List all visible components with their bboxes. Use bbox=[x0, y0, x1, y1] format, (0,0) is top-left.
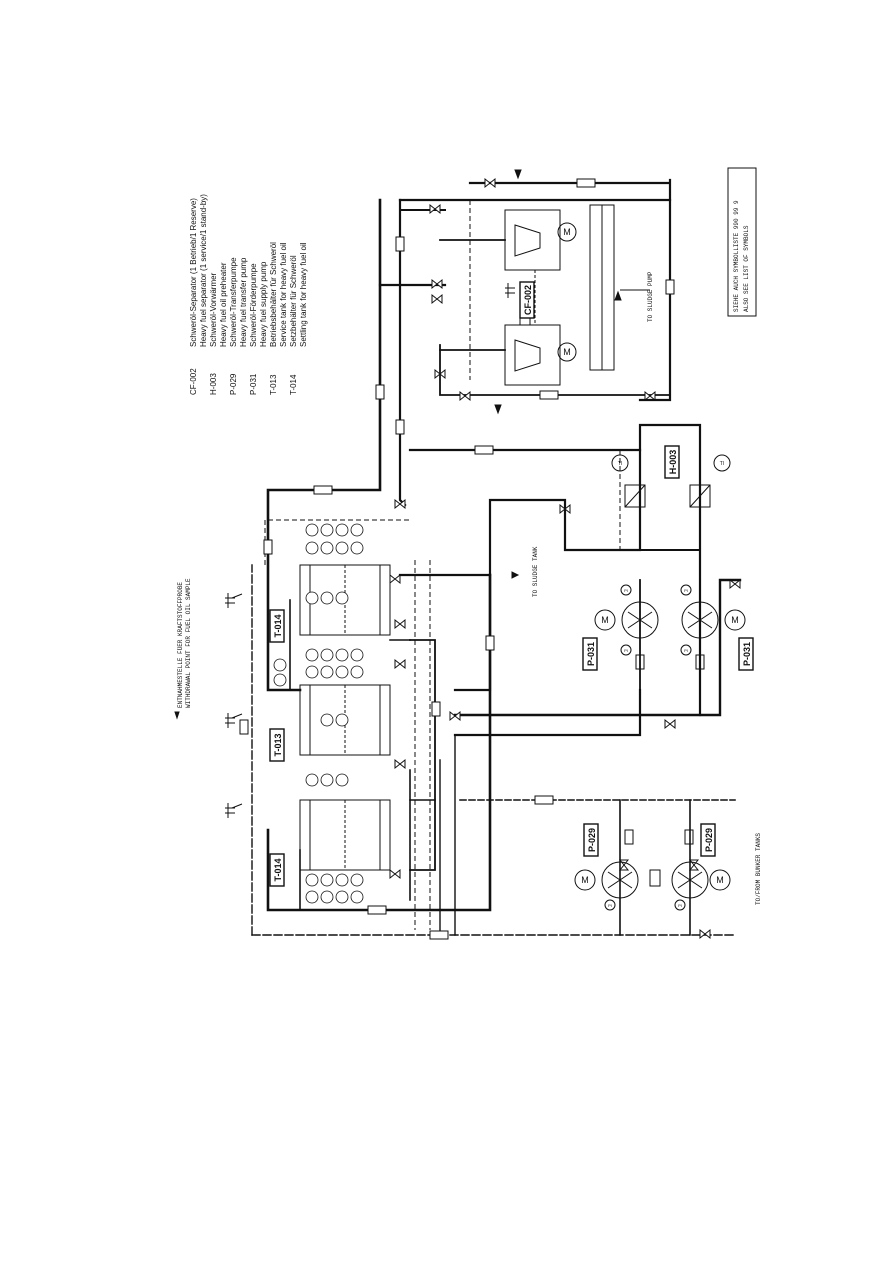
motor-label: M bbox=[563, 227, 571, 237]
legend-german: Betriebsbehälter für Schweröl bbox=[269, 242, 278, 347]
legend-german: Schweröl-Förderpumpe bbox=[249, 263, 258, 347]
tag-p029-a: P-029 bbox=[587, 828, 597, 852]
tag-p029-b: P-029 bbox=[704, 828, 714, 852]
transfer-pumps-p-029 bbox=[574, 829, 731, 911]
legend-code: P-031 bbox=[249, 373, 258, 395]
legend-german: Schweröl-Vorwärmer bbox=[209, 272, 218, 347]
trace-heating-lines bbox=[264, 200, 621, 930]
legend-english: Heavy fuel separator (1 service/1 stand-… bbox=[199, 194, 208, 347]
reference-line-2: ALSO SEE LIST OF SYMBOLS bbox=[743, 225, 750, 312]
sample-points bbox=[225, 283, 515, 818]
legend-english: Heavy fuel supply pump bbox=[259, 261, 268, 347]
symbol-reference-box: SIEHE AUCH SYMBOLLISTE 990 99 9 ALSO SEE… bbox=[727, 167, 757, 317]
supply-pumps-p-031 bbox=[594, 584, 746, 670]
motor-label: M bbox=[601, 615, 609, 625]
motor-label: M bbox=[716, 875, 724, 885]
to-sludge-pump-label: TO SLUDGE PUMP bbox=[647, 271, 654, 322]
gauge-label: PI bbox=[624, 648, 628, 653]
to-sludge-tank-label: TO SLUDGE TANK bbox=[532, 546, 539, 597]
symbol-letters: M M M M M M PI PI PI PI PI PI TI TI bbox=[563, 227, 739, 908]
tank-instruments bbox=[273, 523, 364, 904]
valves bbox=[389, 177, 741, 940]
legend-english: Service tank for heavy fuel oil bbox=[279, 242, 288, 347]
flow-arrows bbox=[174, 169, 622, 720]
legend-english: Heavy fuel transfer pump bbox=[239, 257, 248, 347]
gauge-label: PI bbox=[624, 588, 628, 593]
legend-german: Schweröl-Separator (1 Betrieb/1 Reserve) bbox=[189, 198, 198, 347]
destination-labels: TO SLUDGE PUMP TO SLUDGE TANK TO/FROM BU… bbox=[532, 271, 762, 905]
tag-t014-top: T-014 bbox=[273, 614, 283, 637]
motor-label: M bbox=[731, 615, 739, 625]
preheater-h-003 bbox=[611, 454, 731, 508]
gauge-label: PI bbox=[678, 903, 682, 908]
legend-code: CF-002 bbox=[189, 368, 198, 395]
legend-code: T-014 bbox=[289, 374, 298, 395]
bunker-tanks-label: TO/FROM BUNKER TANKS bbox=[755, 833, 762, 905]
tag-p031-b: P-031 bbox=[742, 642, 752, 666]
withdrawal-note: ENTNAHMESTELLE FÜER KRAFTSTOFFPROBE WITH… bbox=[177, 578, 192, 708]
motor-label: M bbox=[581, 875, 589, 885]
gauge-label: PI bbox=[684, 588, 688, 593]
tag-p031-a: P-031 bbox=[586, 642, 596, 666]
main-piping bbox=[251, 178, 742, 936]
legend-english: Settling tank for heavy fuel oil bbox=[299, 242, 308, 347]
gauge-label: PI bbox=[608, 903, 612, 908]
legend-block: CF-002 Schweröl-Separator (1 Betrieb/1 R… bbox=[189, 194, 308, 395]
reference-line-1: SIEHE AUCH SYMBOLLISTE 990 99 9 bbox=[733, 200, 740, 312]
temp-label: TI bbox=[720, 461, 724, 467]
withdrawal-english: WITHDRAWAL POINT FOR FUEL OIL SAMPLE bbox=[185, 578, 192, 708]
legend-german: Setzbehälter für Schweröl bbox=[289, 255, 298, 347]
legend-code: P-029 bbox=[229, 373, 238, 395]
withdrawal-german: ENTNAHMESTELLE FÜER KRAFTSTOFFPROBE bbox=[177, 582, 184, 708]
heat-tracing-markers bbox=[239, 178, 675, 940]
motor-label: M bbox=[563, 347, 571, 357]
equipment-tags: T-014 T-013 T-014 CF-002 H-003 P-031 P-0… bbox=[269, 281, 754, 887]
tag-h003: H-003 bbox=[668, 450, 678, 475]
tag-cf002: CF-002 bbox=[523, 285, 533, 315]
legend-code: T-013 bbox=[269, 374, 278, 395]
legend-german: Schweröl-Transferpumpe bbox=[229, 257, 238, 347]
legend-code: H-003 bbox=[209, 373, 218, 395]
temp-label: TI bbox=[618, 461, 622, 467]
tag-t014-bottom: T-014 bbox=[273, 858, 283, 881]
gauge-label: PI bbox=[684, 648, 688, 653]
tag-t013: T-013 bbox=[273, 733, 283, 756]
legend-english: Heavy fuel oil preheater bbox=[219, 262, 228, 347]
